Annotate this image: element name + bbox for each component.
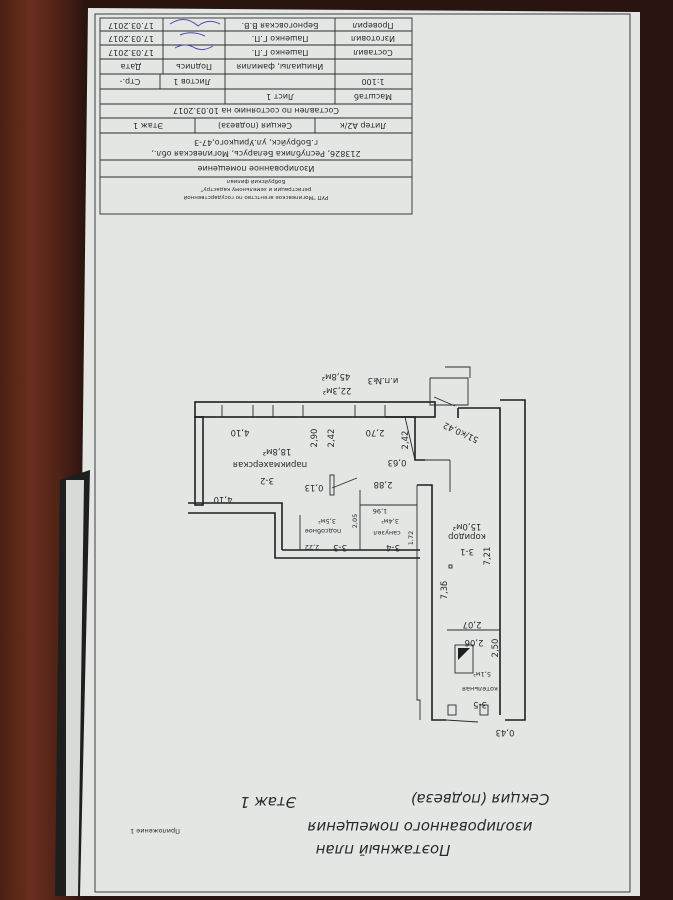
sheet: Лист 1 bbox=[266, 92, 294, 101]
row-role: Изготовил bbox=[351, 34, 395, 43]
heading-title: Поэтажный план bbox=[315, 841, 450, 859]
dimension: 1,96 bbox=[373, 507, 387, 515]
row-date: 17.03.2017 bbox=[108, 21, 154, 30]
scale-label: Масштаб bbox=[354, 92, 392, 101]
appendix-label: Приложение 1 bbox=[130, 827, 180, 835]
address-line1: 213826, Республика Беларусь, Могилевская… bbox=[151, 149, 360, 158]
dimension: 2,88 bbox=[374, 479, 393, 489]
room-area: 3,5м² bbox=[318, 517, 336, 525]
room-area: 5,1м² bbox=[473, 670, 491, 678]
section: Секция (подвеза) bbox=[218, 121, 292, 130]
room-number: 3-4 bbox=[386, 542, 400, 552]
address-line2: г.Бобруйск, ул.Урицкого,47-3 bbox=[194, 138, 318, 147]
row-role: Составил bbox=[353, 48, 392, 57]
row-name: Пашенко Г.П. bbox=[252, 48, 309, 57]
heading-section: Секция (подвеза) bbox=[411, 790, 550, 808]
room-number: 3-5 bbox=[473, 699, 487, 709]
plan-heading: Поэтажный план изолированного помещения … bbox=[130, 790, 549, 859]
room-name: санузел bbox=[373, 529, 400, 537]
dimension: 2,42 bbox=[401, 431, 411, 450]
heading-floor: Этаж 1 bbox=[240, 793, 297, 811]
dimension: 2,05 bbox=[351, 514, 359, 528]
dimension: 2,42 bbox=[327, 429, 337, 448]
room-number: 3-2 bbox=[260, 475, 274, 485]
back-sheet-edge bbox=[66, 480, 84, 896]
row-role: Проверил bbox=[352, 21, 393, 30]
room-area: 3,4м² bbox=[381, 517, 399, 525]
floor-plan bbox=[188, 366, 526, 723]
room-name: коридор bbox=[448, 531, 486, 541]
boiler-icon bbox=[454, 644, 474, 674]
page: Стр.- bbox=[120, 77, 141, 86]
col-name-header: Инициалы, фамилия bbox=[237, 62, 324, 71]
dimension: 0,13 bbox=[305, 482, 324, 492]
paper-sheet bbox=[66, 8, 640, 896]
dimension: 2,70 bbox=[366, 427, 385, 437]
dimension: 2,50 bbox=[491, 639, 501, 658]
heading-subtitle: изолированного помещения bbox=[307, 818, 532, 836]
room-name: котельная bbox=[462, 685, 498, 693]
row-name: Берноговская В.В. bbox=[242, 21, 319, 30]
row-name: Пашенко Г.П. bbox=[252, 34, 309, 43]
living-area: 22,3м² bbox=[323, 385, 352, 395]
object-type: Изолированное помещение bbox=[198, 164, 315, 173]
scale-value: 1:100 bbox=[361, 77, 384, 86]
title-block: РУП "Могилевское агентство по государств… bbox=[99, 17, 413, 215]
compiled-as-of: Составлен по состоянию на 10.03.2017 bbox=[173, 106, 339, 115]
dimension: 0,63 bbox=[388, 457, 407, 467]
dimension: 2,90 bbox=[310, 429, 320, 448]
org-line2: регистрации и земельному кадастру" bbox=[201, 186, 311, 192]
room-area: 18,8м² bbox=[263, 446, 292, 456]
dimension: 4,10 bbox=[231, 427, 250, 437]
room-area: 15,0м² bbox=[453, 521, 482, 531]
room-number: 3-1 bbox=[460, 546, 474, 556]
total-area: 45,8м² bbox=[322, 371, 351, 381]
room-name: парикмахерская bbox=[233, 459, 307, 469]
signature bbox=[179, 32, 206, 37]
signature bbox=[174, 44, 214, 51]
org-line3: Бобруйский филиал bbox=[226, 178, 285, 185]
org-line1: РУП "Могилевское агентство по государств… bbox=[183, 194, 328, 201]
sheet-frame bbox=[94, 13, 631, 893]
dimension: 2,22 bbox=[305, 543, 319, 551]
row-date: 17.03.2017 bbox=[108, 34, 154, 43]
floor: Этаж 1 bbox=[133, 121, 163, 130]
sheets: Листов 1 bbox=[173, 77, 211, 86]
dimension: 2,06 bbox=[465, 637, 484, 647]
dimension: 4,10 bbox=[214, 494, 233, 504]
room-name: подсобное bbox=[305, 527, 342, 535]
col-date-header: Дата bbox=[121, 62, 142, 71]
dimension: 0,43 bbox=[496, 727, 515, 737]
dimension: 7,35 bbox=[440, 581, 450, 600]
liter: Литер А2/к bbox=[340, 121, 387, 130]
signature bbox=[169, 19, 221, 27]
row-date: 17.03.2017 bbox=[108, 48, 154, 57]
dimension: 1,72 bbox=[407, 531, 415, 545]
col-sign-header: Подпись bbox=[176, 62, 212, 71]
dimension: 7,21 bbox=[483, 547, 493, 566]
plan-labels: и.п.№3 45,8м² 22,3м² 51/к0,42 3-2 парикм… bbox=[214, 371, 515, 737]
unit-number: и.п.№3 bbox=[368, 375, 399, 385]
room-number: 3-3 bbox=[333, 542, 347, 552]
dimension: 2,07 bbox=[463, 619, 482, 629]
